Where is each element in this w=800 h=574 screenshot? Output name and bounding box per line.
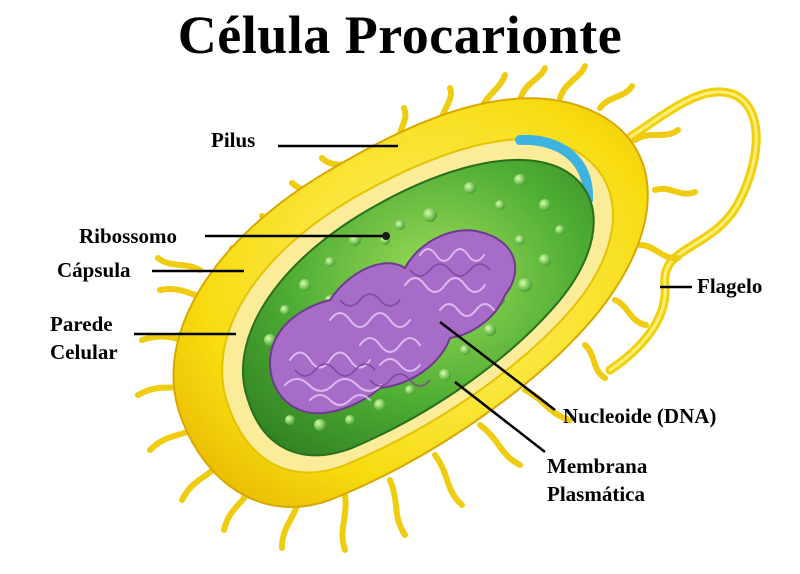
nucleoide-leader (439, 321, 556, 411)
label-capsula: Cápsula (57, 258, 131, 282)
ribossomo-marker (382, 232, 390, 240)
label-ribossomo: Ribossomo (79, 224, 178, 248)
pili (135, 63, 698, 553)
leader-lines (134, 144, 692, 453)
page-title: Célula Procarionte (177, 5, 623, 65)
nucleoid (269, 229, 517, 415)
label-nucleoide: Nucleoide (DNA) (563, 404, 717, 428)
label-membrana-line2: Plasmática (547, 482, 645, 506)
membrane-edge (515, 134, 594, 205)
label-membrana: Membrana Plasmática (547, 452, 647, 508)
label-membrana-line1: Membrana (547, 454, 648, 478)
label-parede: Parede Celular (50, 310, 118, 366)
label-flagelo: Flagelo (697, 274, 763, 298)
label-parede-line1: Parede (50, 312, 113, 336)
membrana-leader (454, 381, 546, 453)
label-pilus: Pilus (211, 128, 256, 152)
label-parede-line2: Celular (50, 340, 118, 364)
